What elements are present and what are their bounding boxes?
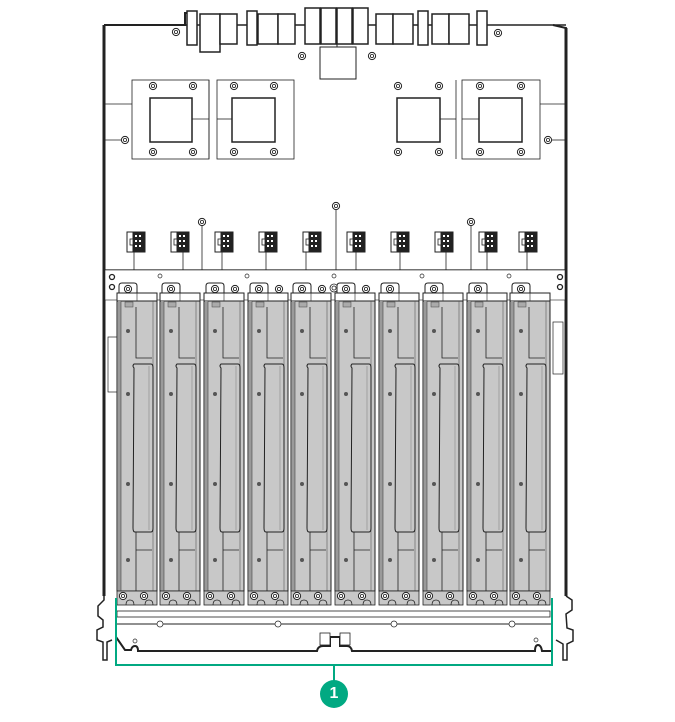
callout-1-label: 1 <box>329 685 339 702</box>
screw-icon <box>493 28 503 38</box>
module-bay-4[interactable] <box>248 283 288 605</box>
screw-icon <box>367 51 377 61</box>
module-bay-7[interactable] <box>379 283 419 605</box>
callout-bracket <box>115 598 553 681</box>
module-bay-1[interactable] <box>117 283 157 605</box>
fan-connectors <box>104 201 566 271</box>
module-bay-6[interactable] <box>335 283 375 605</box>
module-bays <box>117 283 550 605</box>
rear-io-connectors <box>186 7 488 53</box>
callout-1-badge <box>320 680 348 708</box>
module-bay-3[interactable] <box>204 283 244 605</box>
screw-icon <box>297 51 307 61</box>
module-bay-2[interactable] <box>160 283 200 605</box>
module-bay-10[interactable] <box>510 283 550 605</box>
module-bay-9[interactable] <box>467 283 507 605</box>
heatsinks <box>105 79 566 160</box>
center-module <box>319 46 357 80</box>
module-bay-8[interactable] <box>423 283 463 605</box>
module-bay-5[interactable] <box>291 283 331 605</box>
screw-icon <box>171 27 181 37</box>
